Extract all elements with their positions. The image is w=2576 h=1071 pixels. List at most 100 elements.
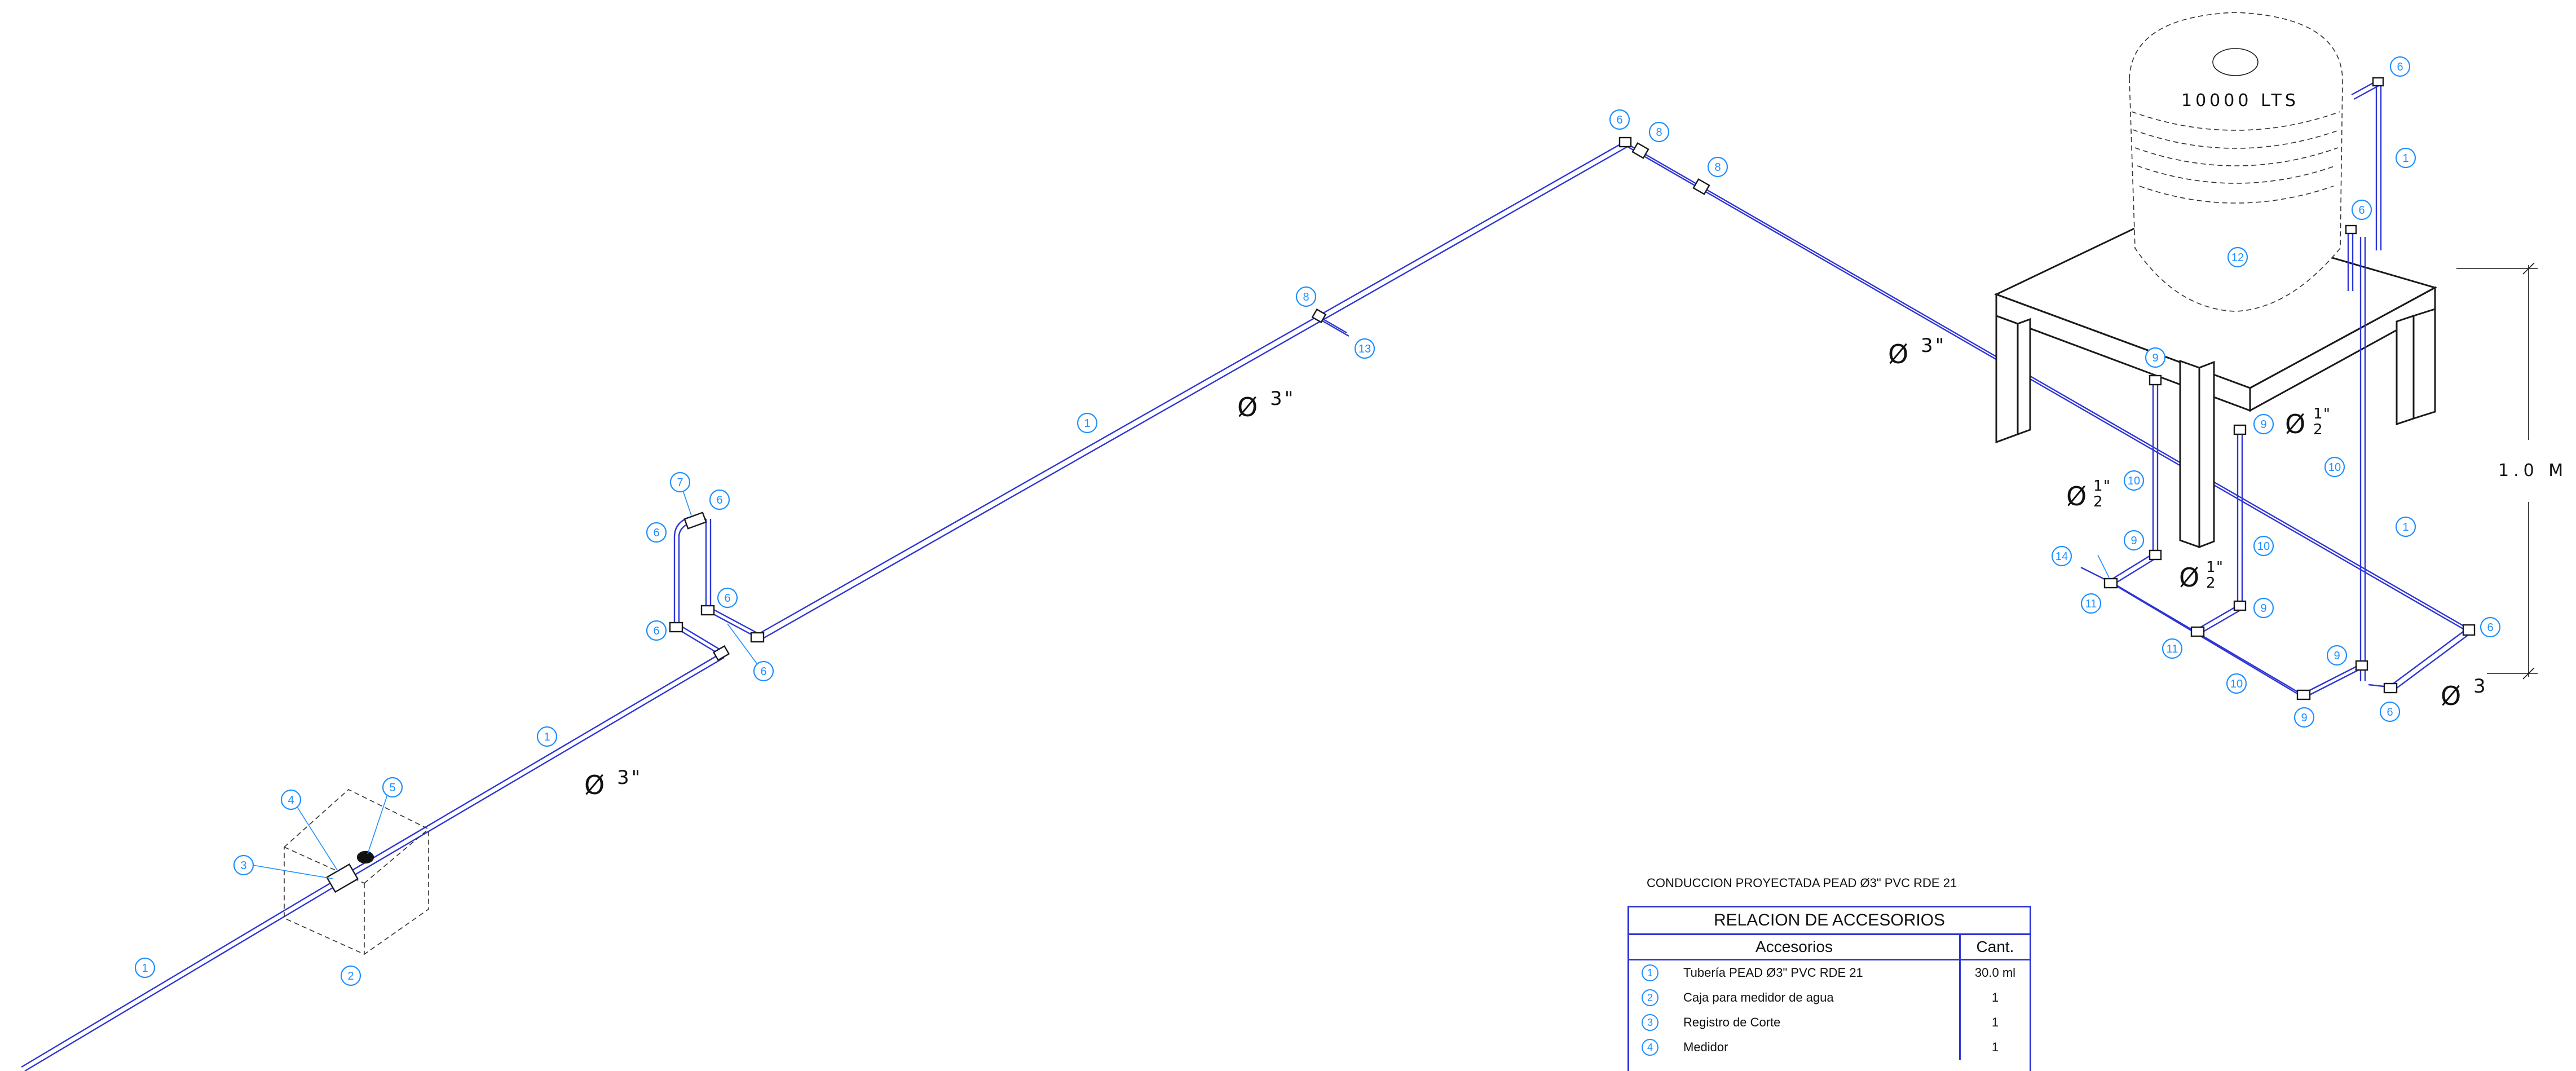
svg-text:6: 6	[724, 592, 730, 605]
svg-text:5: 5	[389, 782, 395, 794]
diameter-frac-num-5: 1	[2206, 559, 2216, 576]
svg-text:6: 6	[760, 665, 766, 678]
tank-pipes	[2080, 79, 2389, 698]
diameter-frac-num-4: 1	[2093, 478, 2103, 495]
svg-text:10: 10	[2128, 475, 2140, 487]
accessories-table: RELACION DE ACCESORIOS Accesorios Cant. …	[1627, 906, 2031, 1071]
callout-14: 14	[2051, 545, 2072, 567]
header-accessories: Accesorios	[1629, 935, 1961, 959]
svg-text:8: 8	[1714, 161, 1721, 174]
diameter-label-1: 3"	[617, 766, 642, 789]
tank-capacity-label: 10000 LTS	[2181, 91, 2299, 111]
diameter-frac-den-6: 2	[2313, 421, 2323, 438]
diameter-frac-mark-4: "	[2103, 478, 2110, 495]
callout-9f: 9	[2293, 707, 2315, 728]
callout-5: 5	[382, 777, 403, 798]
height-dimension: 1.0 M	[2456, 262, 2563, 680]
callout-6b: 6	[646, 620, 667, 641]
svg-text:6: 6	[716, 494, 722, 506]
diameter-symbol-6: Ø	[2285, 409, 2305, 439]
main-pipe	[21, 141, 2472, 1071]
svg-text:6: 6	[653, 625, 659, 637]
callout-9a: 9	[2145, 347, 2166, 368]
callout-6c: 6	[717, 587, 738, 609]
callout-11a: 11	[2080, 593, 2102, 614]
row-quantity: 1	[1991, 1040, 1999, 1054]
row-description: Tubería PEAD Ø3" PVC RDE 21	[1683, 966, 1863, 980]
diameter-frac-mark-6: "	[2323, 406, 2330, 422]
callout-4: 4	[280, 789, 302, 810]
svg-text:11: 11	[2167, 643, 2178, 655]
table-header-row: Accesorios Cant.	[1629, 935, 2030, 960]
diameter-symbol-7: Ø	[2441, 681, 2461, 711]
row-quantity: 30.0 ml	[1974, 966, 2016, 980]
callout-8c: 8	[1707, 156, 1728, 178]
svg-text:2: 2	[347, 970, 354, 982]
svg-text:6: 6	[1616, 114, 1622, 126]
svg-text:6: 6	[2358, 204, 2365, 217]
callout-3: 3	[233, 854, 254, 876]
diameter-symbol-5: Ø	[2179, 562, 2199, 593]
diameter-symbol-2: Ø	[1237, 392, 1258, 422]
svg-text:9: 9	[2260, 418, 2266, 431]
callout-8b: 8	[1648, 121, 1670, 143]
row-description: Registro de Corte	[1683, 1015, 1781, 1029]
table-title: RELACION DE ACCESORIOS	[1629, 907, 2030, 935]
svg-text:1: 1	[1084, 417, 1090, 430]
callout-1c: 1	[1077, 412, 1098, 434]
svg-text:10: 10	[2328, 461, 2341, 474]
svg-text:6: 6	[2487, 622, 2493, 634]
svg-text:9: 9	[2131, 535, 2137, 547]
callout-8a: 8	[1295, 286, 1317, 307]
callouts: 1 2 3 4 5 1 6 6 6 6 6 7 1 8 13 6 8 8 12 …	[134, 56, 2501, 986]
fittings	[669, 77, 2476, 700]
callout-1d: 1	[2395, 147, 2416, 169]
callout-6f: 6	[1609, 109, 1630, 130]
callout-9b: 9	[2253, 413, 2274, 435]
callout-6d: 6	[646, 522, 667, 543]
callout-9c: 9	[2123, 530, 2145, 551]
callout-10a: 10	[2123, 470, 2145, 491]
diameter-frac-den-5: 2	[2206, 575, 2216, 592]
svg-text:13: 13	[1358, 343, 1371, 355]
diameter-symbol-4: Ø	[2066, 481, 2087, 512]
svg-text:10: 10	[2257, 540, 2270, 553]
callout-1e: 1	[2395, 516, 2416, 537]
callout-6a: 6	[753, 660, 774, 682]
callout-9d: 9	[2253, 597, 2274, 619]
svg-text:6: 6	[653, 527, 659, 539]
svg-text:9: 9	[2152, 352, 2158, 364]
svg-text:7: 7	[677, 477, 683, 489]
diameter-label-7: 3	[2473, 675, 2488, 698]
svg-text:3: 3	[240, 860, 246, 872]
row-description: Medidor	[1683, 1040, 1728, 1054]
svg-text:1: 1	[2402, 521, 2409, 534]
callout-2: 2	[340, 965, 361, 986]
svg-text:1: 1	[2402, 152, 2409, 165]
svg-text:1: 1	[544, 731, 550, 743]
svg-text:11: 11	[2085, 598, 2097, 610]
callout-6i: 6	[2480, 616, 2501, 638]
diameter-symbol-1: Ø	[584, 770, 605, 800]
callout-10d: 10	[2226, 673, 2247, 694]
water-tank: 10000 LTS	[2129, 12, 2343, 312]
diameter-frac-mark-5: "	[2216, 559, 2223, 576]
svg-text:6: 6	[2397, 61, 2403, 73]
diameter-frac-num-6: 1	[2313, 406, 2323, 422]
svg-text:9: 9	[2301, 712, 2307, 724]
callout-6j: 6	[2379, 701, 2401, 722]
svg-text:9: 9	[2334, 650, 2340, 662]
svg-text:8: 8	[1303, 291, 1309, 303]
row-quantity: 1	[1991, 1015, 1999, 1029]
callout-9e: 9	[2326, 645, 2348, 666]
callout-10c: 10	[2253, 535, 2274, 557]
callout-6e: 6	[709, 489, 730, 510]
svg-text:10: 10	[2230, 678, 2243, 690]
callout-13: 13	[1354, 338, 1375, 359]
tank-stand	[1994, 210, 2437, 549]
callout-7: 7	[669, 471, 691, 493]
header-quantity: Cant.	[1976, 938, 2014, 955]
svg-text:8: 8	[1656, 126, 1662, 139]
